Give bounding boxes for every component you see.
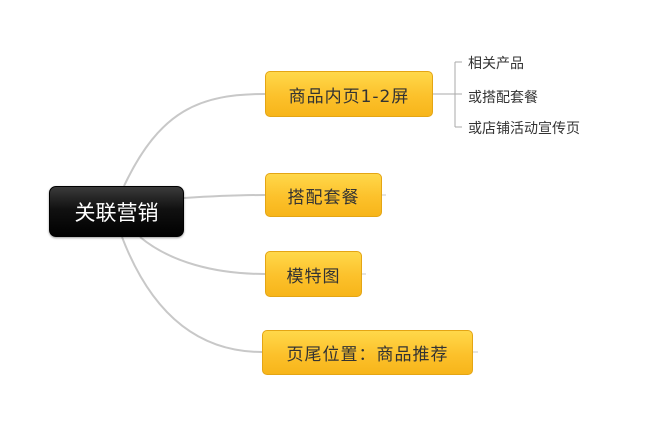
connector-root-topic-3 bbox=[139, 236, 266, 275]
connector-root-topic-1 bbox=[123, 93, 266, 187]
topic-node-footer-recommend[interactable]: 页尾位置：商品推荐 bbox=[262, 330, 473, 375]
leaf-node-bundle-option[interactable]: 或搭配套餐 bbox=[468, 90, 538, 106]
topic-label: 商品内页1-2屏 bbox=[288, 86, 410, 107]
topic-label: 模特图 bbox=[286, 266, 341, 287]
topic-node-bundle[interactable]: 搭配套餐 bbox=[265, 173, 382, 217]
topic-node-model-image[interactable]: 模特图 bbox=[265, 251, 362, 297]
topic-label: 页尾位置：商品推荐 bbox=[286, 345, 449, 365]
root-node-label: 关联营销 bbox=[74, 200, 159, 225]
root-node[interactable]: 关联营销 bbox=[49, 186, 184, 237]
connector-root-topic-2 bbox=[183, 194, 266, 199]
leaf-node-store-promo[interactable]: 或店铺活动宣传页 bbox=[468, 121, 580, 137]
leaf-node-related-products[interactable]: 相关产品 bbox=[468, 56, 524, 72]
topic-node-product-page[interactable]: 商品内页1-2屏 bbox=[265, 71, 433, 117]
connector-root-topic-4 bbox=[121, 236, 263, 353]
topic-label: 搭配套餐 bbox=[287, 187, 360, 208]
